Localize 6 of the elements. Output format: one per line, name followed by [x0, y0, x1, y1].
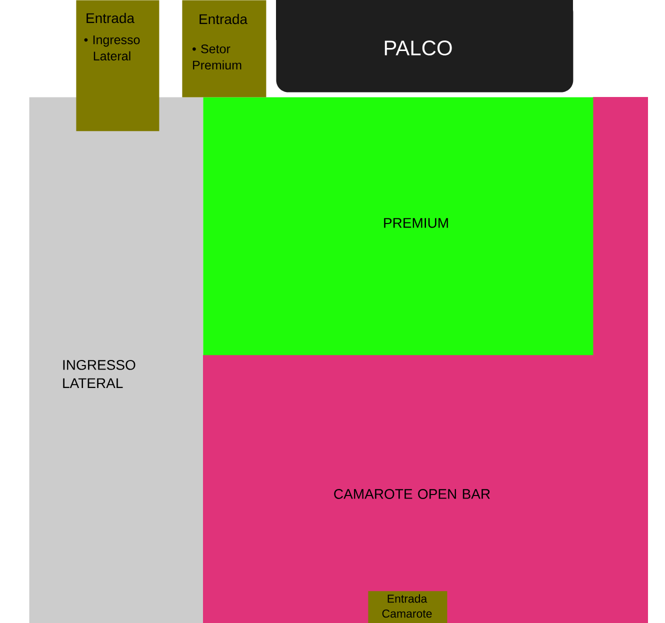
entrance-box: Entrada • Setor Premium — [182, 0, 266, 98]
area-block: INGRESSO LATERAL — [29, 97, 204, 623]
entrance-box: Entrada • Ingresso Lateral — [76, 0, 160, 132]
area-block: PREMIUM — [203, 97, 594, 356]
stage-box: PALCO — [276, 0, 574, 92]
entrance-box: Entrada Camarote — [368, 591, 448, 623]
